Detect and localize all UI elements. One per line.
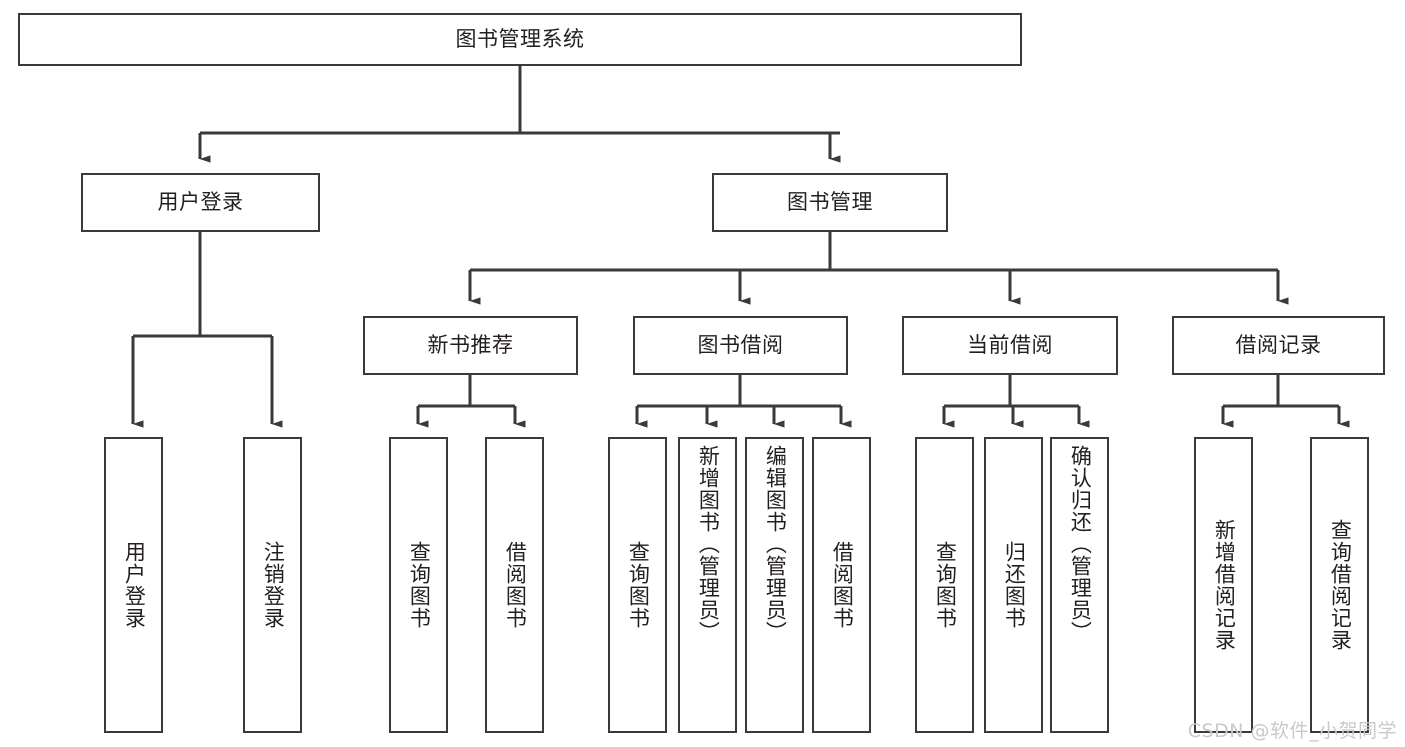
leaf-new-book-borrow-label: 借阅图书 [503,541,528,629]
leaf-new-book-query[interactable]: 查询图书 [389,437,448,733]
leaf-new-book-borrow[interactable]: 借阅图书 [485,437,544,733]
node-new-book-recommend-label: 新书推荐 [427,333,514,358]
csdn-watermark: CSDN @软件_小贺同学 [1187,720,1397,742]
leaf-book-borrow-borrow[interactable]: 借阅图书 [812,437,871,733]
node-user-login-label: 用户登录 [157,190,244,215]
leaf-current-borrow-confirm[interactable]: 确认归还（管理员） [1050,437,1109,733]
leaf-current-borrow-return-label: 归还图书 [1002,541,1027,629]
node-current-borrow[interactable]: 当前借阅 [902,316,1118,375]
leaf-borrow-record-add[interactable]: 新增借阅记录 [1194,437,1253,733]
leaf-user-login-login-label: 用户登录 [122,541,147,629]
node-borrow-record[interactable]: 借阅记录 [1172,316,1385,375]
leaf-user-login-logout[interactable]: 注销登录 [243,437,302,733]
node-new-book-recommend[interactable]: 新书推荐 [363,316,578,375]
node-book-management-label: 图书管理 [787,190,873,215]
leaf-current-borrow-query-label: 查询图书 [933,541,958,629]
leaf-book-borrow-edit[interactable]: 编辑图书（管理员） [745,437,804,733]
node-book-borrow-label: 图书借阅 [697,333,784,358]
leaf-book-borrow-query-label: 查询图书 [626,541,651,629]
leaf-new-book-query-label: 查询图书 [407,541,432,629]
leaf-book-borrow-borrow-label: 借阅图书 [830,541,855,629]
node-book-borrow[interactable]: 图书借阅 [633,316,848,375]
node-user-login[interactable]: 用户登录 [81,173,320,232]
leaf-book-borrow-add-label: 新增图书（管理员） [696,445,721,643]
leaf-book-borrow-add[interactable]: 新增图书（管理员） [678,437,737,733]
node-borrow-record-label: 借阅记录 [1235,333,1322,358]
leaf-current-borrow-query[interactable]: 查询图书 [915,437,974,733]
leaf-user-login-logout-label: 注销登录 [261,541,286,629]
node-root-system[interactable]: 图书管理系统 [18,13,1022,66]
node-book-management[interactable]: 图书管理 [712,173,948,232]
node-current-borrow-label: 当前借阅 [967,333,1053,358]
leaf-borrow-record-query-label: 查询借阅记录 [1328,519,1353,651]
leaf-book-borrow-query[interactable]: 查询图书 [608,437,667,733]
leaf-borrow-record-query[interactable]: 查询借阅记录 [1310,437,1369,733]
leaf-user-login-login[interactable]: 用户登录 [104,437,163,733]
leaf-current-borrow-confirm-label: 确认归还（管理员） [1068,445,1093,643]
leaf-book-borrow-edit-label: 编辑图书（管理员） [763,445,788,643]
leaf-current-borrow-return[interactable]: 归还图书 [984,437,1043,733]
node-root-system-label: 图书管理系统 [455,27,585,52]
leaf-borrow-record-add-label: 新增借阅记录 [1212,519,1237,651]
